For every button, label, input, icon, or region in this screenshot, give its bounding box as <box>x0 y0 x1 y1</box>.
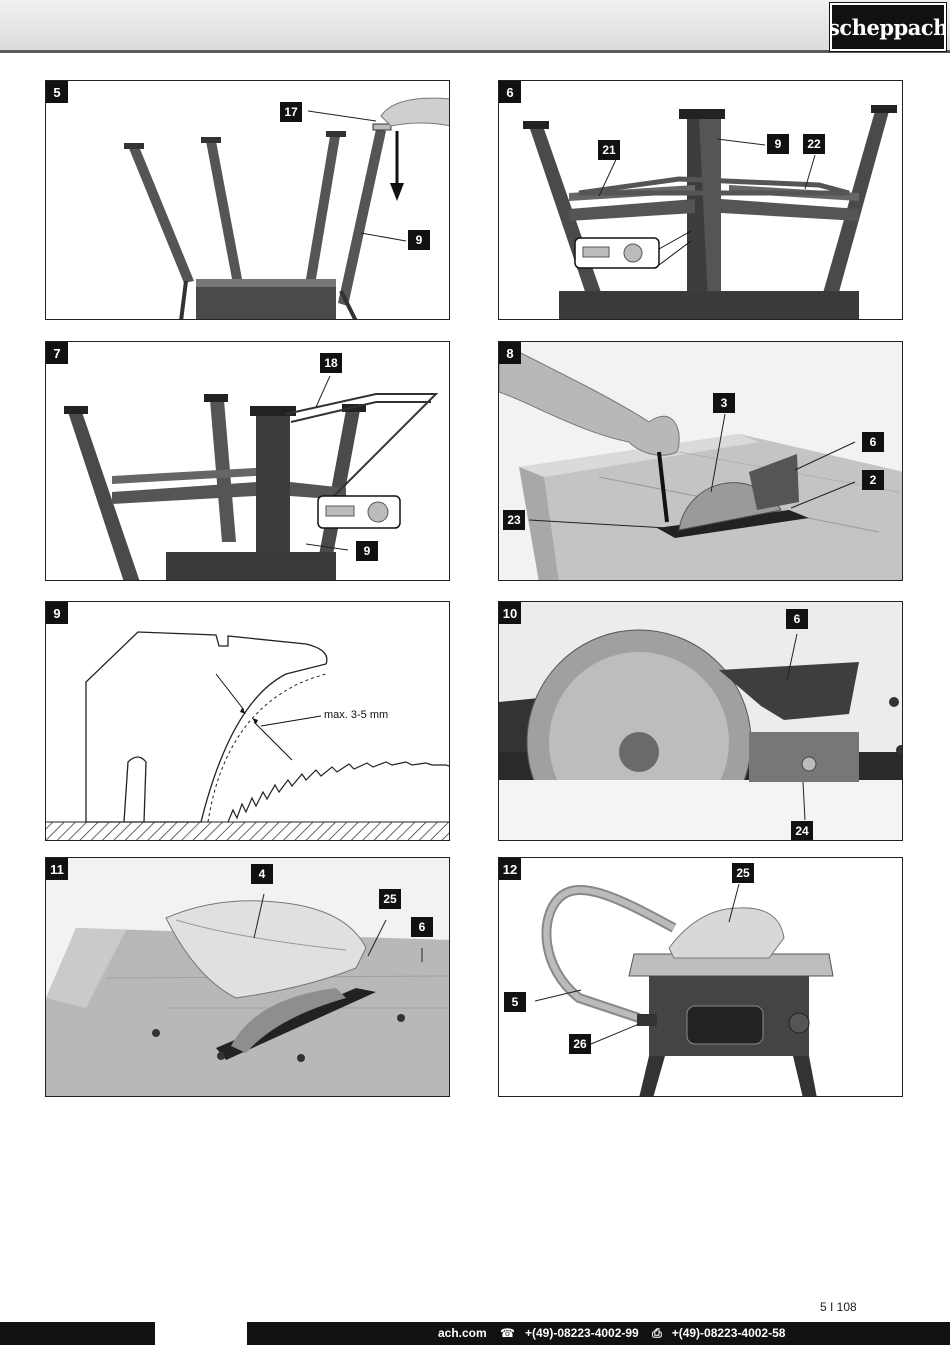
phone-number: +(49)-08223-4002-99 <box>524 1326 639 1340</box>
figure-8-illustration <box>499 342 902 580</box>
scheppach-logo: scheppach <box>828 2 948 52</box>
figure-number: 12 <box>499 858 521 880</box>
distance-note: max. 3-5 mm <box>324 709 389 721</box>
footer-contact: ach.com ☎ +(49)-08223-4002-99 ⎙ +(49)-0822… <box>438 1326 795 1341</box>
figure-number: 5 <box>46 81 68 103</box>
callout-6: 6 <box>786 609 808 629</box>
figure-6-illustration <box>523 105 897 319</box>
callout-6: 6 <box>862 432 884 452</box>
callout-4: 4 <box>251 864 273 884</box>
callout-26: 26 <box>569 1034 591 1054</box>
callout-9: 9 <box>356 541 378 561</box>
callout-9: 9 <box>767 134 789 154</box>
figure-5-illustration <box>124 97 449 319</box>
figure-number: 11 <box>46 858 68 880</box>
figure-10-illustration <box>499 602 902 840</box>
figure-5: 5 17 9 <box>45 80 450 320</box>
figure-8: 8 3 6 2 23 <box>498 341 903 581</box>
figure-9: 9 max. 3-5 mm <box>45 601 450 841</box>
callout-25: 25 <box>379 889 401 909</box>
figure-number: 7 <box>46 342 68 364</box>
figure-6: 6 21 9 22 <box>498 80 903 320</box>
figure-7-illustration <box>64 375 439 580</box>
callout-18: 18 <box>320 353 342 373</box>
figure-10: 10 6 24 <box>498 601 903 841</box>
callout-17: 17 <box>280 102 302 122</box>
fax-number: +(49)-08223-4002-58 <box>671 1326 786 1340</box>
figure-number: 6 <box>499 81 521 103</box>
callout-25: 25 <box>732 863 754 883</box>
figure-11: 11 4 25 6 <box>45 857 450 1097</box>
telephone-icon: ☎ <box>500 1326 515 1340</box>
figure-number: 9 <box>46 602 68 624</box>
figure-number: 8 <box>499 342 521 364</box>
callout-6: 6 <box>411 917 433 937</box>
website-link[interactable]: ach.com <box>438 1326 487 1340</box>
callout-5: 5 <box>504 992 526 1012</box>
callout-23: 23 <box>503 510 525 530</box>
callout-24: 24 <box>791 821 813 840</box>
callout-22: 22 <box>803 134 825 154</box>
footer-bar: ach.com ☎ +(49)-08223-4002-99 ⎙ +(49)-0822… <box>0 1322 950 1345</box>
figure-9-diagram <box>46 631 449 840</box>
figure-7: 7 18 9 <box>45 341 450 581</box>
header-bar <box>0 0 950 53</box>
figure-12: 12 25 5 26 <box>498 857 903 1097</box>
callout-3: 3 <box>713 393 735 413</box>
figure-12-illustration <box>499 858 902 1096</box>
callout-21: 21 <box>598 140 620 160</box>
footer-gap <box>155 1322 247 1345</box>
figure-number: 10 <box>499 602 521 624</box>
fax-icon: ⎙ <box>652 1326 662 1340</box>
callout-2: 2 <box>862 470 884 490</box>
page-number: 5 I 108 <box>820 1300 857 1314</box>
callout-9: 9 <box>408 230 430 250</box>
